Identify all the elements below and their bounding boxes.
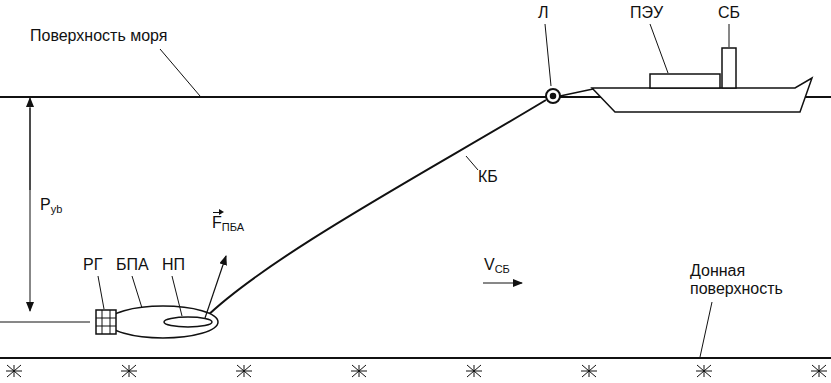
hatch-stroke — [244, 365, 245, 377]
hatch-stroke — [352, 365, 366, 377]
leader-line — [650, 24, 668, 73]
velocity-label: VСБ — [484, 256, 510, 276]
hatch-stroke — [582, 365, 596, 377]
hatch-stroke — [237, 365, 251, 377]
vehicle-body — [108, 306, 218, 338]
hatch-stroke — [122, 365, 136, 377]
sea-surface-label: Поверхность моря — [30, 27, 167, 45]
part-label: Л — [538, 4, 549, 22]
hatch-stroke — [14, 365, 15, 377]
propeller-blade — [110, 310, 111, 334]
symbol: P — [40, 196, 51, 213]
hatch-stroke — [474, 365, 475, 377]
hatch-stroke — [359, 365, 360, 377]
hatch-stroke — [7, 365, 21, 377]
hatch-stroke — [812, 365, 826, 377]
tow-cable — [205, 100, 546, 318]
sea-bottom — [0, 357, 831, 359]
cable-reel — [546, 89, 560, 103]
hatch-stroke — [467, 365, 481, 377]
hatch-stroke — [697, 365, 711, 377]
part-label: КБ — [478, 168, 498, 186]
hatch-stroke — [467, 365, 481, 377]
hatch-stroke — [589, 365, 590, 377]
hatch-stroke — [582, 365, 596, 377]
carrier-module — [164, 317, 212, 327]
depth-tick — [0, 322, 90, 323]
propeller-blade — [102, 310, 103, 334]
leader-line — [132, 276, 142, 308]
part-label: БПА — [116, 256, 149, 274]
leader-line — [172, 276, 182, 316]
force-arrow — [205, 256, 226, 318]
part-label: ПЭУ — [630, 4, 663, 22]
subscript: ПБА — [222, 221, 244, 233]
force-label: FПБА — [212, 214, 244, 234]
subscript: уb — [51, 203, 63, 215]
hatch-stroke — [7, 365, 21, 377]
hatch-stroke — [122, 365, 136, 377]
hatch-stroke — [352, 365, 366, 377]
cable-reel-hub — [551, 94, 556, 99]
part-label: РГ — [83, 256, 102, 274]
subscript: СБ — [495, 263, 510, 275]
power-unit — [650, 74, 720, 88]
hatch-stroke — [819, 365, 820, 377]
ship-stack — [722, 48, 736, 88]
symbol: F — [212, 214, 222, 232]
sea-bottom-label: Донная поверхность — [690, 262, 800, 299]
leader-line — [160, 49, 200, 96]
leader-line — [700, 302, 712, 357]
leader-line — [466, 156, 478, 170]
velocity-arrow — [483, 283, 522, 284]
hatch-stroke — [812, 365, 826, 377]
ground-hatch — [6, 365, 827, 377]
leader-line — [98, 276, 104, 309]
propeller-blade — [96, 318, 116, 319]
hatch-stroke — [237, 365, 251, 377]
part-label: НП — [162, 256, 185, 274]
hatch-stroke — [704, 365, 705, 377]
hatch-stroke — [697, 365, 711, 377]
propeller-unit — [96, 310, 116, 334]
leader-line — [545, 24, 551, 86]
part-label: СБ — [718, 4, 740, 22]
symbol: V — [484, 256, 495, 273]
depth-arrow — [30, 98, 31, 190]
reel-support — [560, 89, 593, 96]
propeller-blade — [96, 326, 116, 327]
leader-line — [729, 24, 730, 47]
dimension-label: Pуb — [40, 196, 62, 216]
hatch-stroke — [129, 365, 130, 377]
